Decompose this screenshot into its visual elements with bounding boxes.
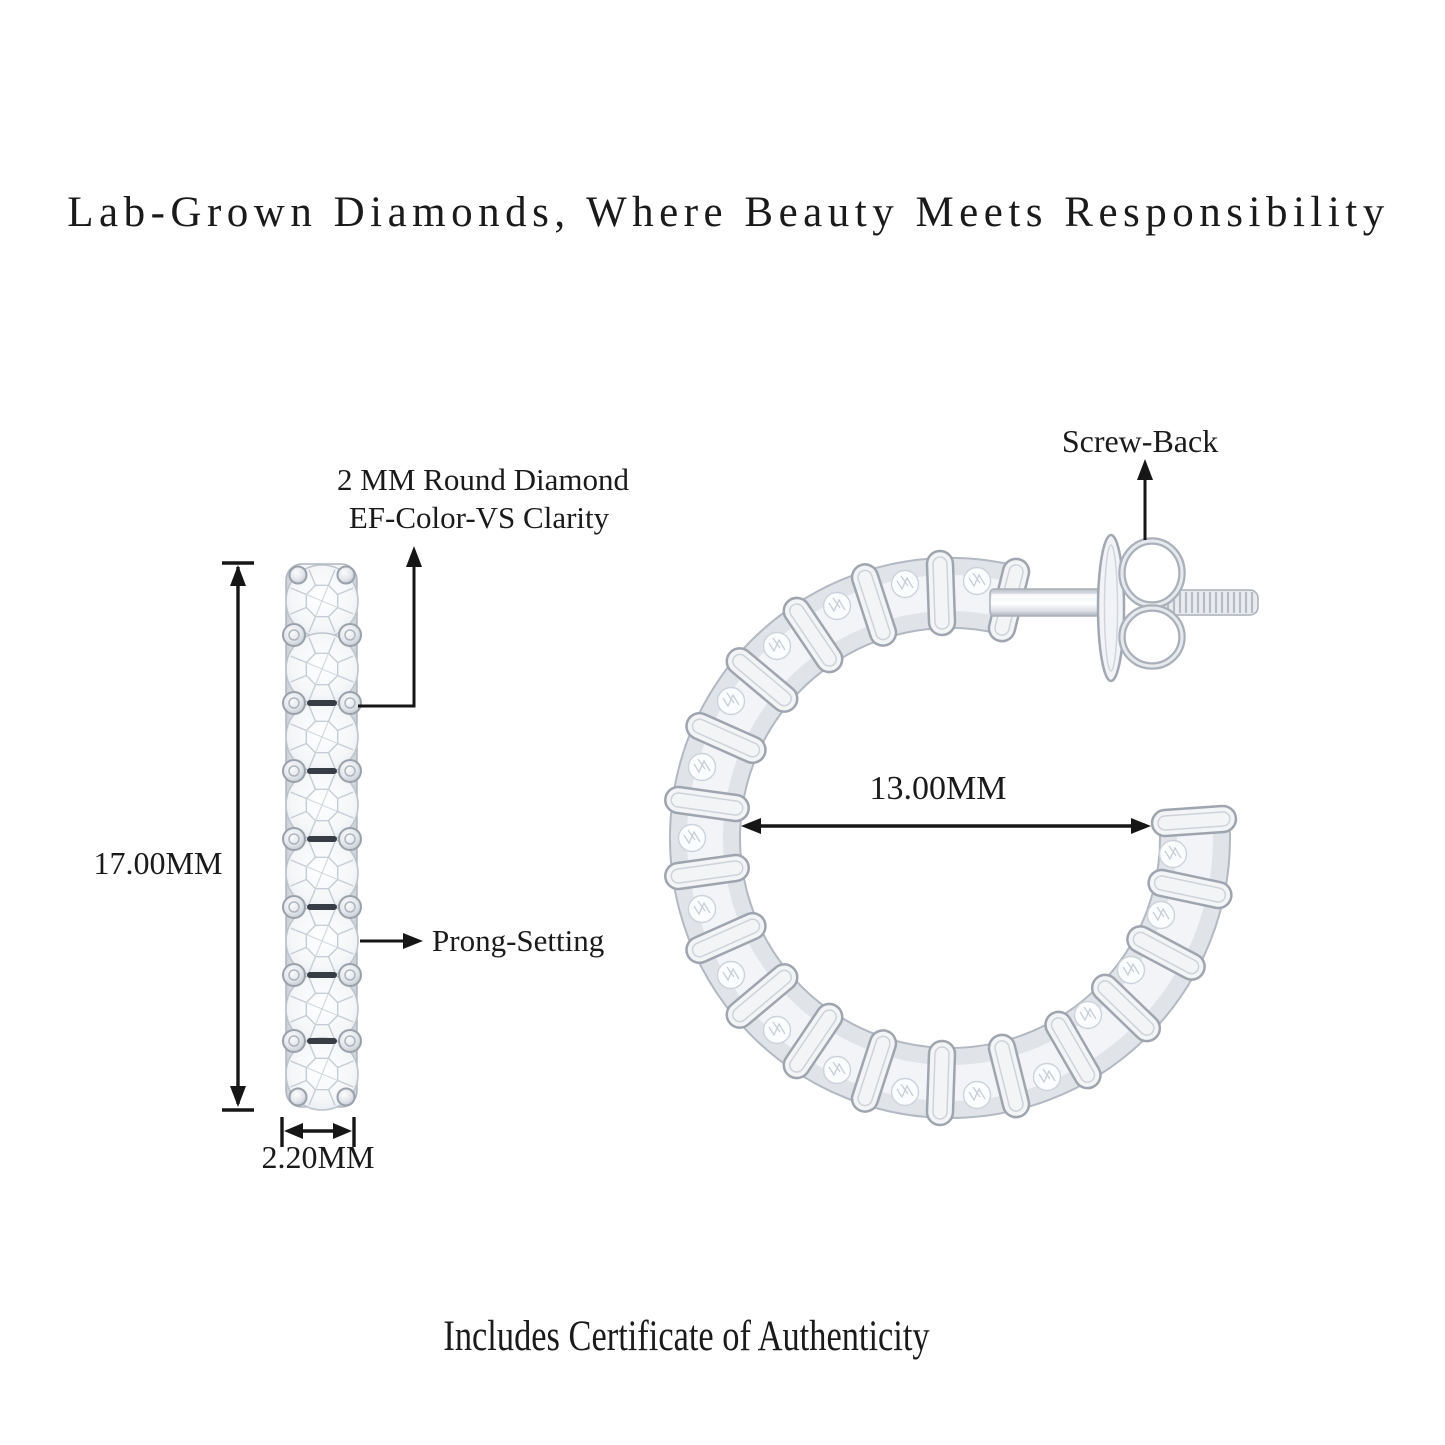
arrow-left-icon (741, 818, 761, 834)
width-label: 2.20MM (262, 1139, 375, 1175)
prong-callout: Prong-Setting (360, 923, 604, 958)
screw-back-assembly (989, 533, 1259, 683)
diameter-dimension: 13.00MM (741, 770, 1151, 834)
height-label: 17.00MM (94, 845, 223, 881)
arrow-up-icon (230, 565, 246, 586)
screwback-label: Screw-Back (1062, 423, 1218, 459)
diameter-label: 13.00MM (870, 770, 1007, 807)
arrow-up-icon (406, 546, 422, 567)
side-view-prongs (283, 565, 361, 1107)
screwback-callout: Screw-Back (1062, 423, 1218, 540)
certificate-note: Includes Certificate of Authenticity (443, 1313, 930, 1360)
height-dimension: 17.00MM (94, 561, 254, 1112)
ear-post (989, 588, 1103, 617)
arrow-down-icon (230, 1086, 246, 1107)
diamond-spec-line2: EF-Color-VS Clarity (349, 500, 610, 535)
arrow-right-icon (333, 1123, 352, 1139)
front-view-hoop (662, 549, 1239, 1127)
arrow-right-icon (1131, 818, 1151, 834)
width-dimension: 2.20MM (262, 1117, 375, 1175)
arrow-right-icon (403, 933, 423, 949)
spec-callout: 2 MM Round Diamond EF-Color-VS Clarity (337, 462, 629, 708)
clutch-disc (1096, 533, 1126, 683)
diamond-spec-line1: 2 MM Round Diamond (337, 462, 629, 497)
page-title: Lab-Grown Diamonds, Where Beauty Meets R… (67, 189, 1390, 236)
side-view-earring (283, 563, 361, 1111)
arrow-up-icon (1137, 459, 1153, 480)
prong-setting-label: Prong-Setting (432, 923, 604, 958)
arrow-left-icon (284, 1123, 303, 1139)
butterfly-clutch (1118, 537, 1186, 670)
